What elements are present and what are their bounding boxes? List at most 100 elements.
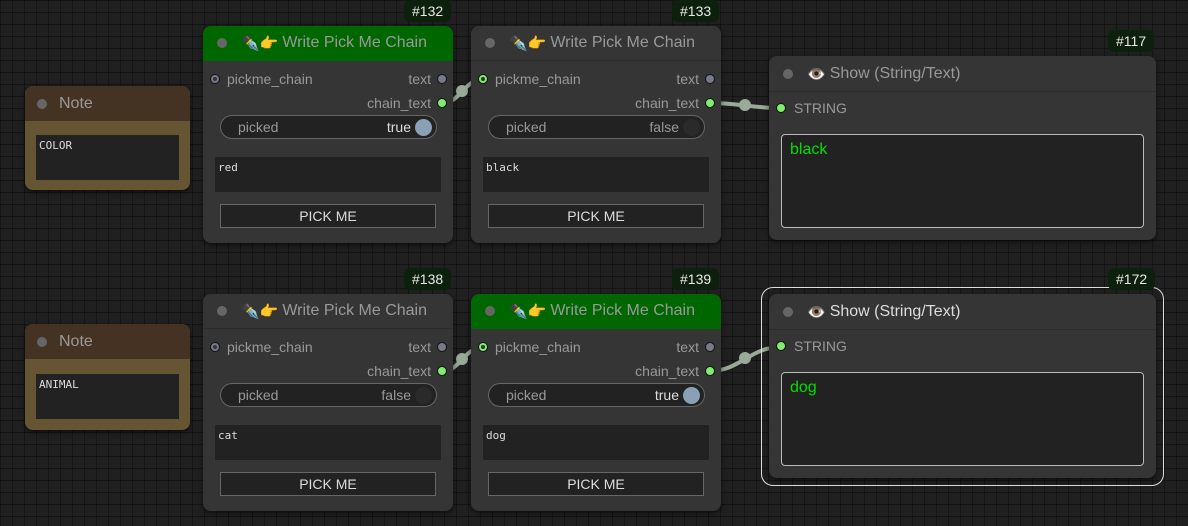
toggle-value: false <box>649 119 679 135</box>
pen-pointing-hand-icon: ✒️👉 <box>241 35 279 52</box>
output-label-text: text <box>408 71 431 87</box>
toggle-value: true <box>386 119 411 135</box>
node-title: Write Pick Me Chain <box>550 302 695 319</box>
output-text-box[interactable]: dog <box>781 372 1144 466</box>
input-label: pickme_chain <box>495 71 581 87</box>
note-node-color[interactable]: Note COLOR <box>25 86 190 190</box>
slot-row: STRING <box>769 336 1156 356</box>
note-textarea[interactable]: COLOR <box>36 135 179 180</box>
slot-row: chain_text <box>203 361 453 381</box>
note-title: Note <box>59 332 93 350</box>
output-label-text: text <box>408 339 431 355</box>
input-slot-icon[interactable] <box>210 342 220 352</box>
node-id-badge: #133 <box>672 0 720 22</box>
output-slot-icon[interactable] <box>437 74 447 84</box>
collapse-dot-icon[interactable] <box>37 98 47 109</box>
node-title: Show (String/Text) <box>829 302 961 320</box>
pen-pointing-hand-icon: ✒️👉 <box>509 35 547 52</box>
output-slot-icon[interactable] <box>437 366 447 376</box>
node-title-bar[interactable]: ✒️👉 Write Pick Me Chain <box>203 294 453 329</box>
toggle-value: false <box>381 387 411 403</box>
collapse-dot-icon[interactable] <box>485 306 495 316</box>
pickme-node-138[interactable]: ✒️👉 Write Pick Me Chain pickme_chain tex… <box>203 294 453 511</box>
node-title: Write Pick Me Chain <box>282 302 427 319</box>
toggle-knob-icon[interactable] <box>683 386 700 404</box>
toggle-label: picked <box>506 387 547 403</box>
toggle-label: picked <box>238 119 279 135</box>
slot-row: pickme_chain text <box>203 69 453 89</box>
note-textarea[interactable]: ANIMAL <box>36 374 179 419</box>
toggle-label: picked <box>506 119 547 135</box>
picked-toggle[interactable]: picked false <box>220 383 437 407</box>
input-slot-icon[interactable] <box>478 342 488 352</box>
note-title: Note <box>59 94 93 112</box>
output-slot-icon[interactable] <box>705 342 715 352</box>
pick-me-button[interactable]: PICK ME <box>220 472 436 496</box>
collapse-dot-icon[interactable] <box>37 336 47 347</box>
output-slot-icon[interactable] <box>437 98 447 108</box>
output-slot-icon[interactable] <box>705 74 715 84</box>
toggle-value: true <box>654 387 679 403</box>
picked-toggle[interactable]: picked true <box>220 115 437 139</box>
node-title-bar[interactable]: 👁️ Show (String/Text) <box>769 56 1156 92</box>
text-input[interactable]: dog <box>483 425 709 460</box>
collapse-dot-icon[interactable] <box>783 306 793 317</box>
picked-toggle[interactable]: picked false <box>488 115 705 139</box>
output-text-box[interactable]: black <box>781 134 1144 228</box>
toggle-knob-icon[interactable] <box>415 386 432 404</box>
input-slot-icon[interactable] <box>210 74 220 84</box>
node-title-bar[interactable]: ✒️👉 Write Pick Me Chain <box>203 26 453 61</box>
node-title-bar[interactable]: ✒️👉 Write Pick Me Chain <box>471 294 721 329</box>
input-label: STRING <box>794 100 847 116</box>
output-label-text: text <box>676 339 699 355</box>
collapse-dot-icon[interactable] <box>783 68 793 79</box>
output-slot-icon[interactable] <box>437 342 447 352</box>
text-input[interactable]: red <box>215 157 441 192</box>
slot-row: STRING <box>769 98 1156 118</box>
eye-icon: 👁️ <box>807 65 826 83</box>
node-title-bar[interactable]: ✒️👉 Write Pick Me Chain <box>471 26 721 61</box>
toggle-knob-icon[interactable] <box>415 118 432 136</box>
node-title-bar[interactable]: 👁️ Show (String/Text) <box>769 294 1156 330</box>
pickme-node-133[interactable]: ✒️👉 Write Pick Me Chain pickme_chain tex… <box>471 26 721 243</box>
picked-toggle[interactable]: picked true <box>488 383 705 407</box>
node-title: Show (String/Text) <box>829 64 961 82</box>
slot-row: pickme_chain text <box>471 69 721 89</box>
pickme-node-139[interactable]: ✒️👉 Write Pick Me Chain pickme_chain tex… <box>471 294 721 511</box>
pick-me-button[interactable]: PICK ME <box>220 204 436 228</box>
show-text-node-117[interactable]: 👁️ Show (String/Text) STRING black <box>769 56 1156 240</box>
collapse-dot-icon[interactable] <box>217 38 227 48</box>
note-title-bar[interactable]: Note <box>25 86 190 121</box>
node-id-badge: #132 <box>404 0 452 22</box>
note-title-bar[interactable]: Note <box>25 324 190 359</box>
toggle-knob-icon[interactable] <box>683 118 700 136</box>
pick-me-button[interactable]: PICK ME <box>488 472 704 496</box>
output-label-text: text <box>676 71 699 87</box>
pickme-node-132[interactable]: ✒️👉 Write Pick Me Chain pickme_chain tex… <box>203 26 453 243</box>
slot-row: pickme_chain text <box>203 337 453 357</box>
input-slot-icon[interactable] <box>776 341 786 351</box>
text-input[interactable]: cat <box>215 425 441 460</box>
input-slot-icon[interactable] <box>776 103 786 113</box>
selection-outline <box>761 287 1164 486</box>
node-id-badge: #139 <box>672 268 720 290</box>
output-slot-icon[interactable] <box>705 366 715 376</box>
output-slot-icon[interactable] <box>705 98 715 108</box>
slot-row: chain_text <box>471 93 721 113</box>
output-label-chain-text: chain_text <box>635 363 699 379</box>
collapse-dot-icon[interactable] <box>217 306 227 316</box>
input-slot-icon[interactable] <box>478 74 488 84</box>
show-text-node-172[interactable]: 👁️ Show (String/Text) STRING dog <box>769 294 1156 478</box>
text-input[interactable]: black <box>483 157 709 192</box>
input-label: pickme_chain <box>227 71 313 87</box>
input-label: STRING <box>794 338 847 354</box>
note-node-animal[interactable]: Note ANIMAL <box>25 324 190 430</box>
pick-me-button[interactable]: PICK ME <box>488 204 704 228</box>
output-label-chain-text: chain_text <box>635 95 699 111</box>
eye-icon: 👁️ <box>807 303 826 321</box>
collapse-dot-icon[interactable] <box>485 38 495 48</box>
input-label: pickme_chain <box>227 339 313 355</box>
input-label: pickme_chain <box>495 339 581 355</box>
pen-pointing-hand-icon: ✒️👉 <box>509 303 547 320</box>
slot-row: pickme_chain text <box>471 337 721 357</box>
